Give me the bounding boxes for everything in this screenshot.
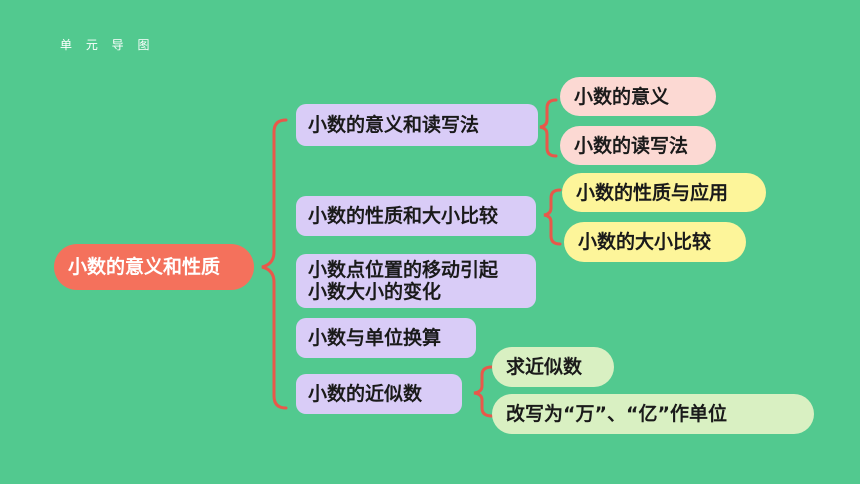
topic-approximation: 小数的近似数 (296, 374, 462, 414)
topic-decimal-point-movement: 小数点位置的移动引起 小数大小的变化 (296, 254, 536, 308)
main-bracket (261, 118, 288, 410)
bracket-approximation (473, 365, 494, 418)
sub-reading-writing: 小数的读写法 (560, 126, 716, 165)
topic-unit-conversion: 小数与单位换算 (296, 318, 476, 358)
topic-properties-comparison: 小数的性质和大小比较 (296, 196, 536, 236)
bracket-properties (543, 188, 562, 246)
sub-properties-application: 小数的性质与应用 (562, 173, 766, 212)
sub-size-comparison: 小数的大小比较 (564, 222, 746, 262)
topic-decimal-point-line-1: 小数点位置的移动引起 (308, 259, 499, 281)
bracket-meaning (539, 98, 558, 158)
root-node: 小数的意义和性质 (54, 244, 254, 290)
page-heading: 单 元 导 图 (60, 38, 155, 52)
topic-meaning-reading-writing: 小数的意义和读写法 (296, 104, 538, 146)
sub-meaning: 小数的意义 (560, 77, 716, 116)
sub-rewrite-units: 改写为“万”、“亿”作单位 (492, 394, 814, 434)
topic-decimal-point-line-2: 小数大小的变化 (308, 281, 442, 303)
sub-find-approximation: 求近似数 (492, 347, 614, 387)
